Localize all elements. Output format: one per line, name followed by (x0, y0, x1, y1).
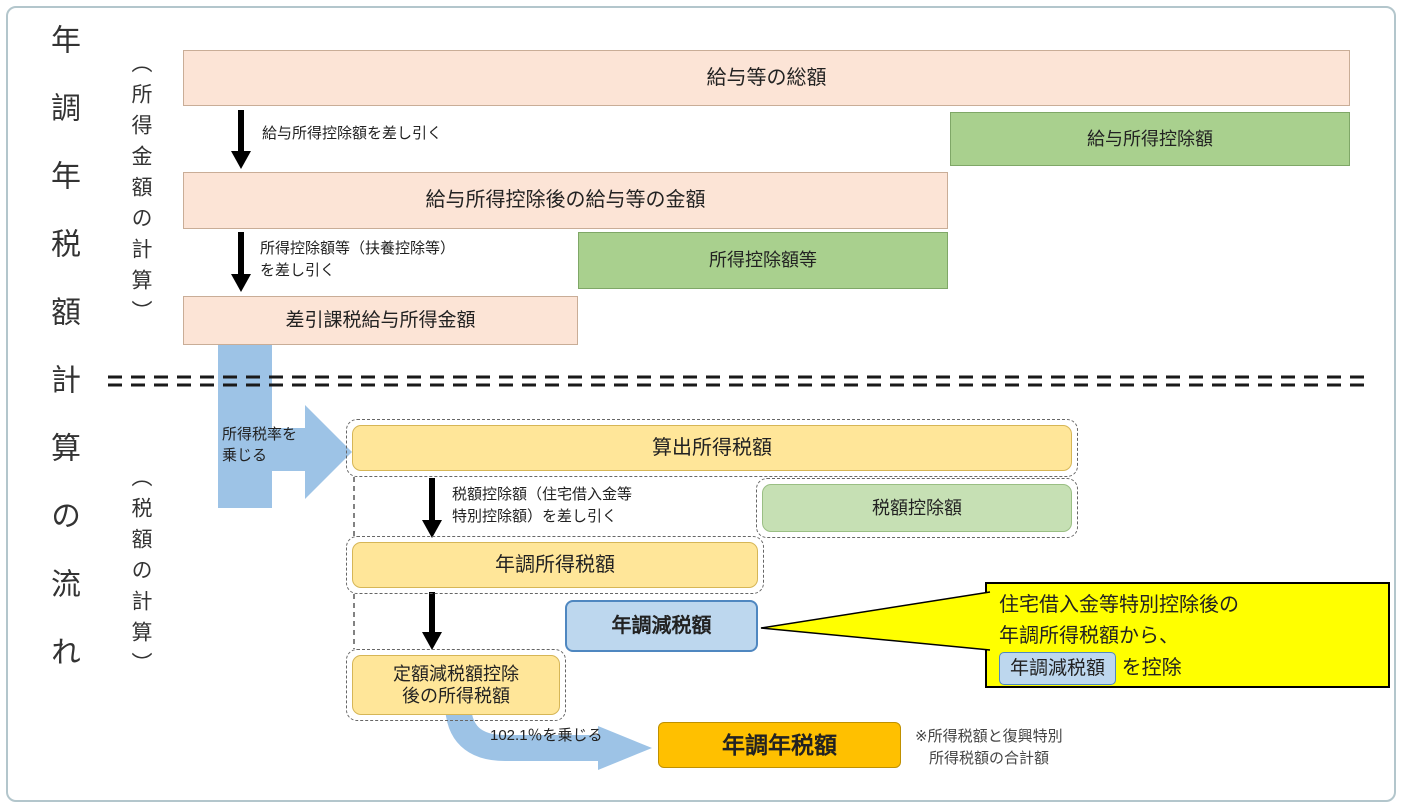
box-income-tax-after-flat-reduction: 定額減税額控除 後の所得税額 (352, 655, 560, 715)
callout-line3: 年調減税額 を控除 (999, 652, 1376, 685)
box-salary-after-deduction: 給与所得控除後の給与等の金額 (183, 172, 948, 229)
box-calculated-income-tax: 算出所得税額 (352, 425, 1072, 471)
label-multiply-tax-rate: 所得税率を 乗じる (222, 424, 312, 466)
step2-arrowhead (231, 274, 251, 292)
box-income-tax-after-flat-reduction-line2: 後の所得税額 (402, 686, 510, 706)
note-line1: ※所得税額と復興特別 (915, 728, 1063, 745)
label-step2-line1: 所得控除額等（扶養控除等） (260, 240, 456, 257)
diagram-title-vertical: 年調年税額計算の流れ (46, 24, 79, 704)
callout-reduction-explanation: 住宅借入金等特別控除後の 年調所得税額から、 年調減税額 を控除 (985, 582, 1390, 688)
section-label-income-calculation: （所得金額の計算） (129, 52, 152, 331)
dashed-outline-adjusted-income-tax (346, 536, 764, 594)
dashed-outline-tax-credits (756, 478, 1078, 538)
callout-line1: 住宅借入金等特別控除後の (999, 594, 1239, 616)
callout-suffix: を控除 (1121, 657, 1182, 679)
step3-arrowhead (422, 520, 442, 538)
callout-line2: 年調所得税額から、 (999, 625, 1179, 647)
step4-arrowhead (422, 632, 442, 650)
box-salary-income-deduction: 給与所得控除額 (950, 112, 1350, 166)
label-multiply-tax-rate-line1: 所得税率を (222, 426, 298, 443)
box-income-deductions: 所得控除額等 (578, 232, 948, 289)
outer-frame (6, 6, 1396, 802)
box-year-end-reduction-amount: 年調減税額 (565, 600, 758, 652)
section-label-tax-calculation: （税額の計算） (129, 466, 152, 683)
box-adjusted-income-tax: 年調所得税額 (352, 542, 758, 588)
note-line2: 所得税額の合計額 (929, 750, 1050, 767)
label-step3-line1: 税額控除額（住宅借入金等 (452, 486, 633, 503)
label-step1-deduct-salary-deduction: 給与所得控除額を差し引く (262, 125, 443, 142)
multiply-flow-arrowhead (598, 726, 652, 770)
box-income-tax-after-flat-reduction-line1: 定額減税額控除 (393, 663, 519, 684)
dashed-outline-after-flat-reduction (346, 649, 566, 721)
box-annual-adjusted-tax: 年調年税額 (658, 722, 901, 768)
box-total-salary: 給与等の総額 (183, 50, 1350, 106)
label-step3-line2: 特別控除額）を差し引く (452, 508, 618, 525)
dashed-outline-calculated-tax (346, 419, 1078, 477)
box-net-taxable-salary-income: 差引課税給与所得金額 (183, 296, 578, 345)
step1-arrowhead (231, 151, 251, 169)
box-tax-credits: 税額控除額 (762, 484, 1072, 532)
label-multiply-tax-rate-line2: 乗じる (222, 447, 268, 464)
callout-reduction-badge: 年調減税額 (999, 652, 1117, 685)
label-multiply-1021: 102.1％を乗じる (490, 727, 603, 744)
label-step2-line2: を差し引く (260, 262, 336, 279)
